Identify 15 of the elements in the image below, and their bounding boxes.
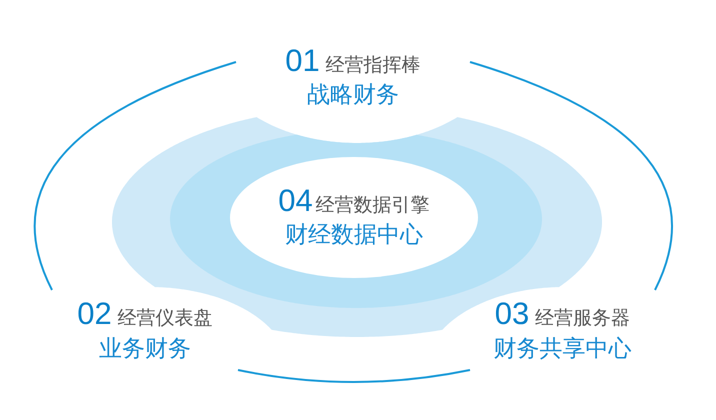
- arc-connector: [238, 369, 470, 383]
- step-number: 04: [278, 184, 313, 218]
- title-text: 财务共享中心: [494, 336, 632, 364]
- subtitle-text: 经营仪表盘: [118, 307, 213, 330]
- step-number: 01: [285, 44, 320, 78]
- subtitle-text: 经营指挥棒: [326, 54, 421, 77]
- step-number: 03: [494, 298, 530, 331]
- arc-connector: [34, 61, 236, 290]
- title-text: 财经数据中心: [285, 222, 423, 250]
- subtitle-text: 经营服务器: [535, 307, 630, 330]
- step-number: 02: [77, 298, 112, 331]
- arc-connector: [470, 61, 673, 290]
- title-text: 战略财务: [307, 82, 399, 110]
- title-text: 业务财务: [99, 336, 191, 364]
- subtitle-text: 经营数据引擎: [316, 194, 430, 217]
